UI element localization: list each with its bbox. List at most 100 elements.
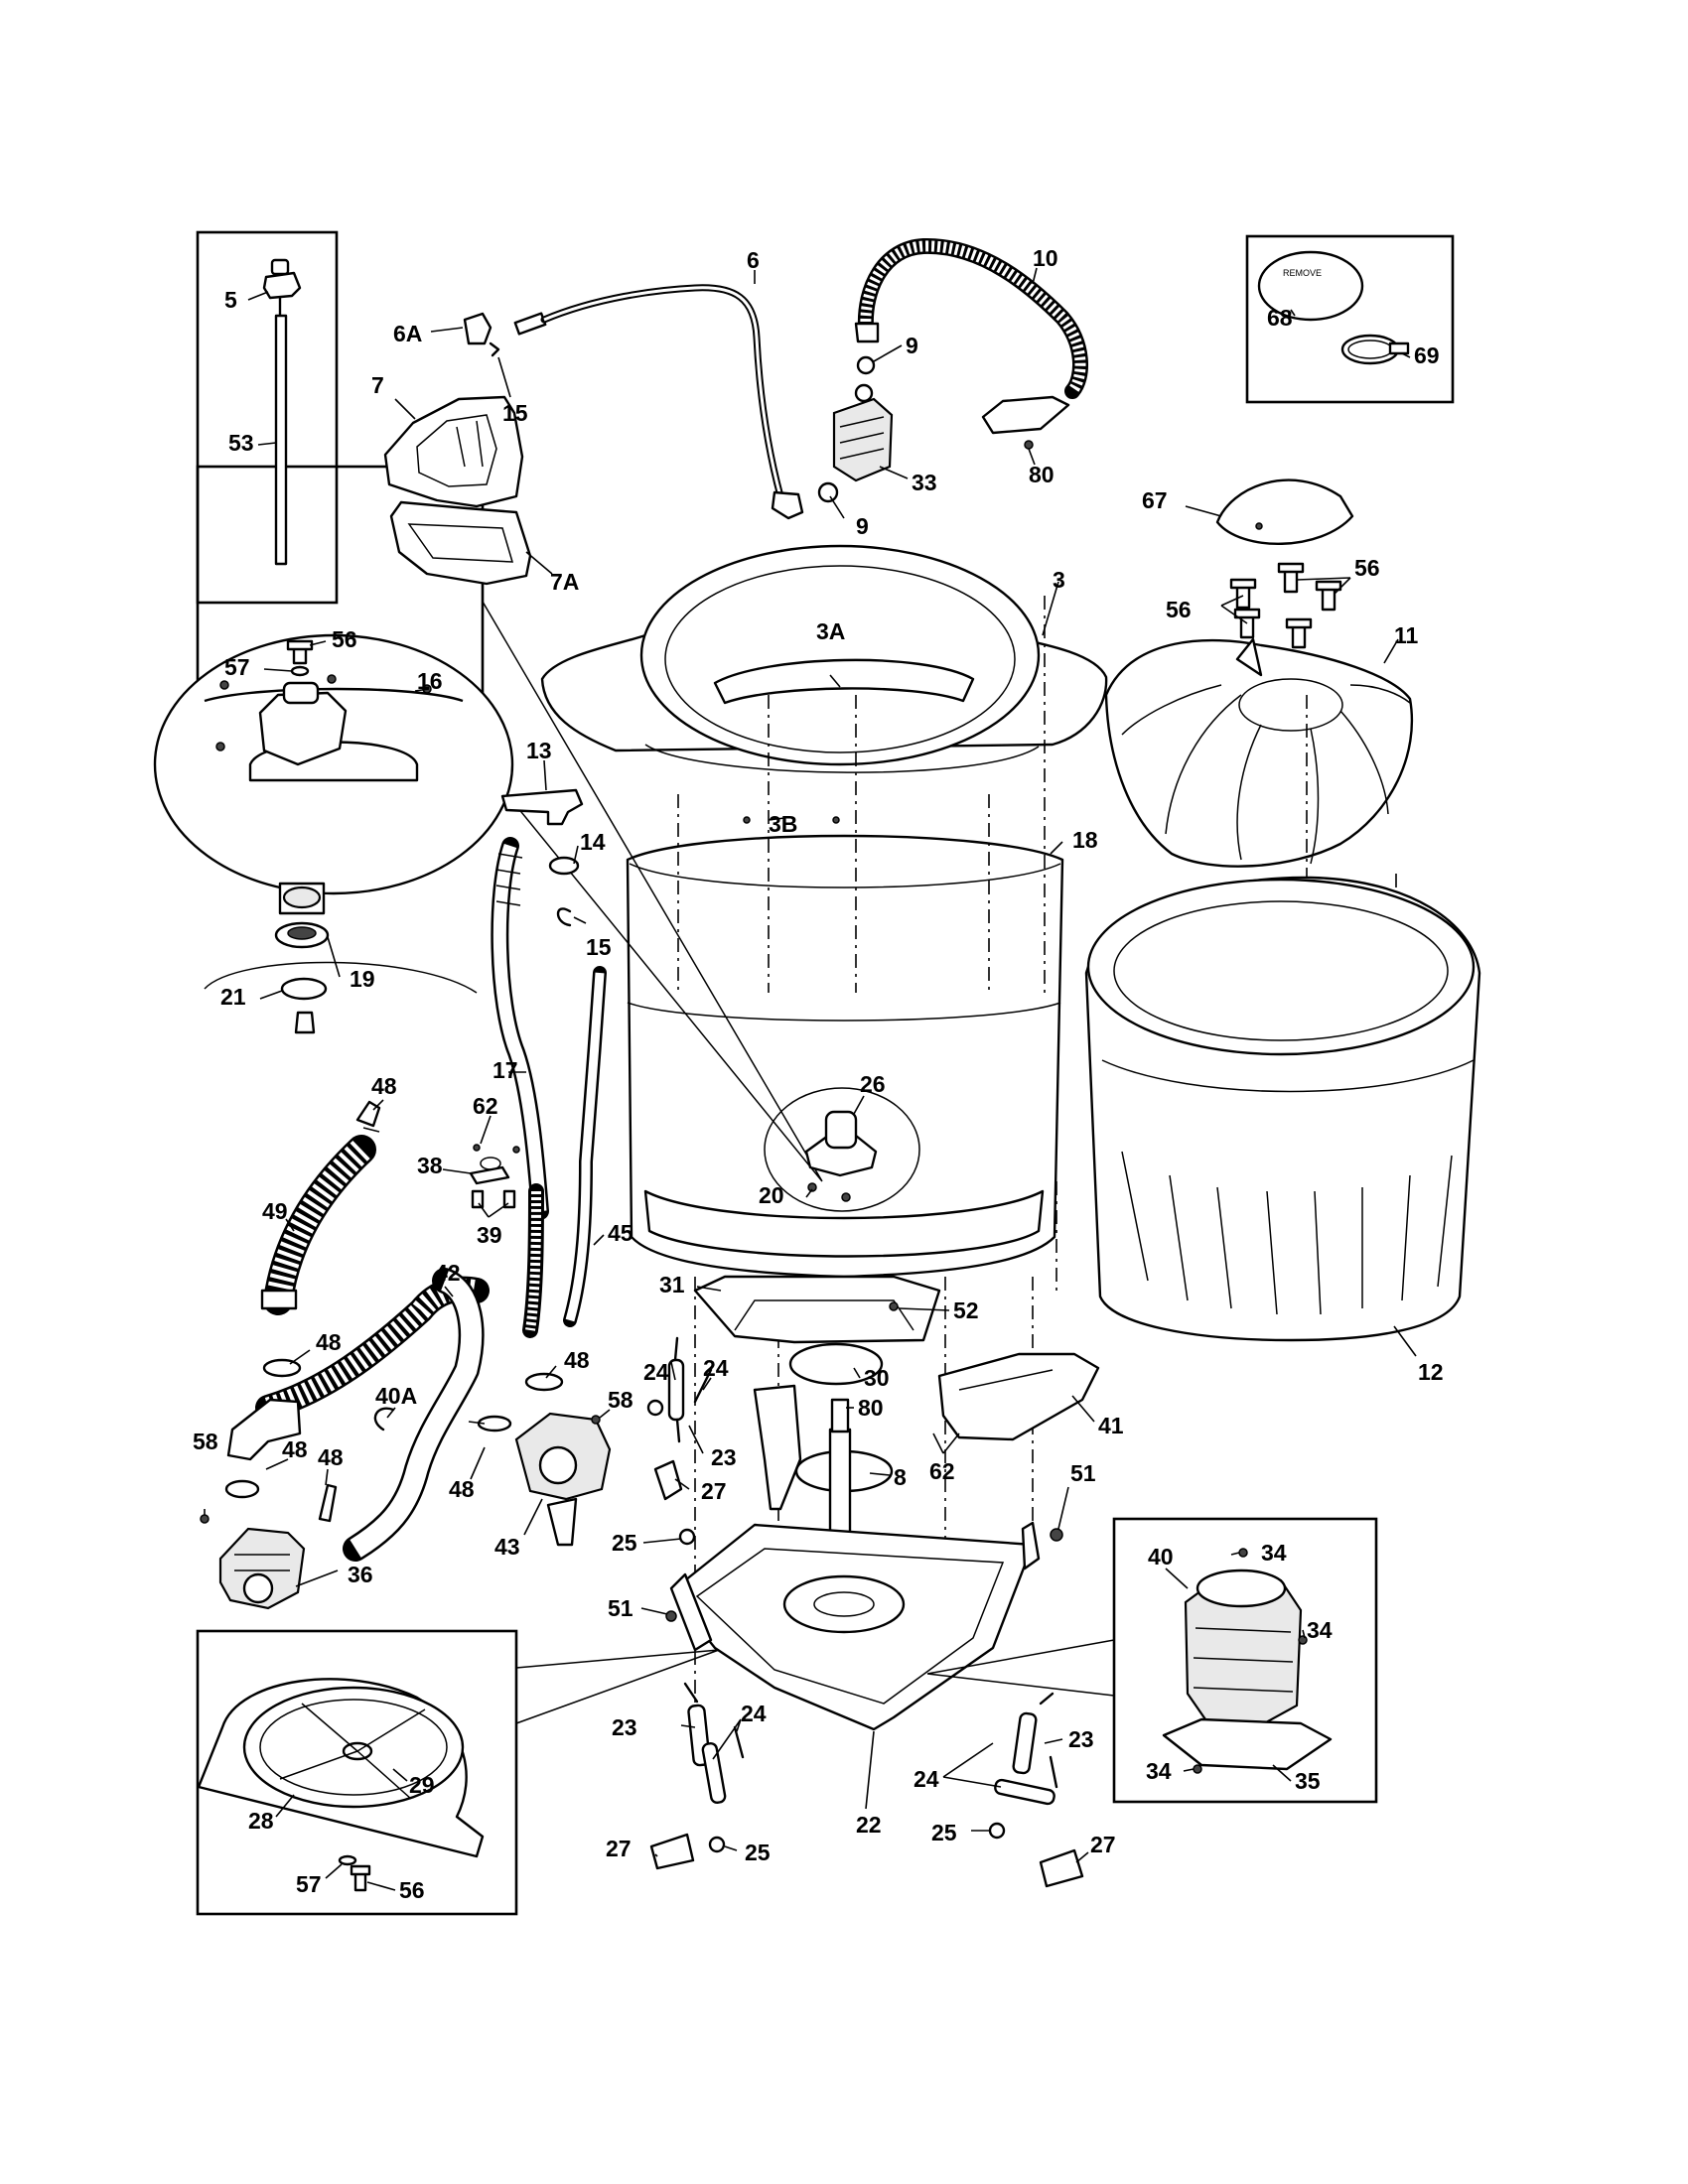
callout-39: 39 bbox=[477, 1222, 502, 1248]
part-35-motor-mount bbox=[1162, 1717, 1333, 1771]
callout-3b: 3B bbox=[769, 811, 797, 837]
part-39-hose-lower bbox=[522, 1183, 544, 1338]
part-25-nut-left bbox=[708, 1836, 726, 1853]
part-57-washer-pulley bbox=[338, 1854, 357, 1866]
callout-53: 53 bbox=[228, 430, 254, 456]
part-5-cap bbox=[262, 258, 302, 318]
callout-48a: 48 bbox=[371, 1073, 397, 1099]
part-48-clamp-pump bbox=[524, 1372, 564, 1392]
part-48-clamp-top bbox=[355, 1100, 381, 1133]
callout-62b: 62 bbox=[929, 1458, 955, 1484]
callout-27b: 27 bbox=[606, 1836, 632, 1861]
callout-48f: 48 bbox=[449, 1476, 475, 1502]
part-41-shield bbox=[937, 1352, 1100, 1441]
callout-18: 18 bbox=[1072, 827, 1098, 853]
callout-49: 49 bbox=[262, 1198, 288, 1224]
part-18-outer-tub bbox=[626, 834, 1064, 1279]
callout-6a: 6A bbox=[393, 321, 422, 346]
callout-8: 8 bbox=[894, 1464, 907, 1490]
part-67-impeller-cap bbox=[1215, 478, 1354, 545]
callout-11: 11 bbox=[1394, 622, 1419, 648]
inset-box-accessories bbox=[1245, 234, 1455, 404]
callout-14: 14 bbox=[580, 829, 606, 855]
part-31-bracket bbox=[693, 1275, 941, 1344]
part-33-water-valve bbox=[832, 383, 894, 482]
part-69-clamp bbox=[1340, 334, 1410, 365]
part-15-clip bbox=[489, 341, 500, 357]
callout-25c: 25 bbox=[931, 1820, 957, 1845]
callout-42: 42 bbox=[435, 1260, 461, 1286]
callout-13: 13 bbox=[526, 738, 552, 763]
part-27-bumper-right bbox=[1039, 1848, 1084, 1888]
part-62-screw-a bbox=[473, 1144, 481, 1152]
callout-34c: 34 bbox=[1146, 1758, 1172, 1784]
callout-24c: 24 bbox=[741, 1701, 767, 1726]
callout-22: 22 bbox=[856, 1812, 882, 1838]
part-9-washer-top bbox=[856, 355, 876, 375]
callout-25b: 25 bbox=[745, 1840, 771, 1865]
part-30-seal bbox=[788, 1342, 884, 1386]
callout-27a: 27 bbox=[701, 1478, 727, 1504]
part-19-bearing-seal bbox=[274, 882, 330, 949]
part-56-bolt-hub bbox=[286, 639, 314, 665]
callout-labels: 5 53 6A 7 15 7A 6 9 9 33 10 80 68 69 67 … bbox=[193, 245, 1444, 1903]
part-12-wash-basket bbox=[1084, 876, 1481, 1342]
part-23-spring-upper bbox=[667, 1336, 685, 1443]
callout-80a: 80 bbox=[1029, 462, 1055, 487]
part-29-pulley bbox=[242, 1686, 465, 1809]
zoom-line-pulley bbox=[515, 1649, 720, 1724]
part-24-spring-b bbox=[693, 1368, 713, 1404]
part-42-drain-hose bbox=[255, 1268, 490, 1562]
part-13-bracket bbox=[500, 788, 584, 826]
callout-23c: 23 bbox=[1068, 1726, 1094, 1752]
callout-56d: 56 bbox=[399, 1877, 425, 1903]
callout-9b: 9 bbox=[856, 513, 869, 539]
callout-80b: 80 bbox=[858, 1395, 884, 1421]
callout-33: 33 bbox=[912, 470, 937, 495]
callout-68: 68 bbox=[1267, 305, 1293, 331]
callout-19: 19 bbox=[350, 966, 375, 992]
part-57-washer-hub bbox=[290, 665, 310, 677]
callout-40a: 40A bbox=[375, 1383, 417, 1409]
part-49-corrugated-hose bbox=[260, 1135, 376, 1315]
callout-3: 3 bbox=[1053, 567, 1065, 593]
callout-48b: 48 bbox=[316, 1329, 342, 1355]
part-68-label: REMOVE bbox=[1257, 250, 1364, 322]
callout-40: 40 bbox=[1148, 1544, 1174, 1570]
part-62-screw-b bbox=[512, 1146, 520, 1154]
part-25-nut-upper bbox=[678, 1528, 696, 1546]
callout-48d: 48 bbox=[282, 1436, 308, 1462]
callout-25a: 25 bbox=[612, 1530, 637, 1556]
callout-29: 29 bbox=[409, 1772, 435, 1798]
callout-51a: 51 bbox=[1070, 1460, 1096, 1486]
part-23-spring-right bbox=[1012, 1692, 1055, 1775]
callout-34a: 34 bbox=[1261, 1540, 1287, 1566]
callout-41: 41 bbox=[1098, 1413, 1124, 1438]
part-40-motor bbox=[1184, 1569, 1303, 1729]
callout-26: 26 bbox=[860, 1071, 886, 1097]
inset-box-pulley bbox=[196, 1629, 518, 1916]
part-58-screw-left bbox=[200, 1514, 210, 1524]
part-16-mounting-plate bbox=[153, 633, 514, 895]
part-45-hose bbox=[563, 966, 607, 1327]
callout-21: 21 bbox=[220, 984, 246, 1010]
callout-3a: 3A bbox=[816, 618, 845, 644]
callout-56c: 56 bbox=[332, 626, 357, 652]
part-56-bolt-pulley bbox=[350, 1864, 371, 1892]
part-3b-screws bbox=[743, 816, 840, 824]
part-68-label-text: REMOVE bbox=[1283, 268, 1322, 278]
callout-35: 35 bbox=[1295, 1768, 1321, 1794]
part-38-hose-clip bbox=[469, 1157, 510, 1185]
part-6-fill-hose bbox=[513, 284, 804, 520]
callout-43: 43 bbox=[494, 1534, 520, 1560]
callout-15a: 15 bbox=[502, 400, 528, 426]
part-24-bushing-a bbox=[646, 1399, 664, 1417]
part-80-screw-top bbox=[1024, 440, 1034, 450]
callout-27c: 27 bbox=[1090, 1832, 1116, 1857]
callout-52: 52 bbox=[953, 1297, 979, 1323]
part-7a-dispenser-base bbox=[389, 500, 532, 586]
zoom-line-hub bbox=[482, 601, 823, 1182]
part-51-screw-left bbox=[665, 1610, 677, 1622]
callout-20: 20 bbox=[759, 1182, 784, 1208]
part-27-bumper-upper bbox=[653, 1459, 683, 1501]
